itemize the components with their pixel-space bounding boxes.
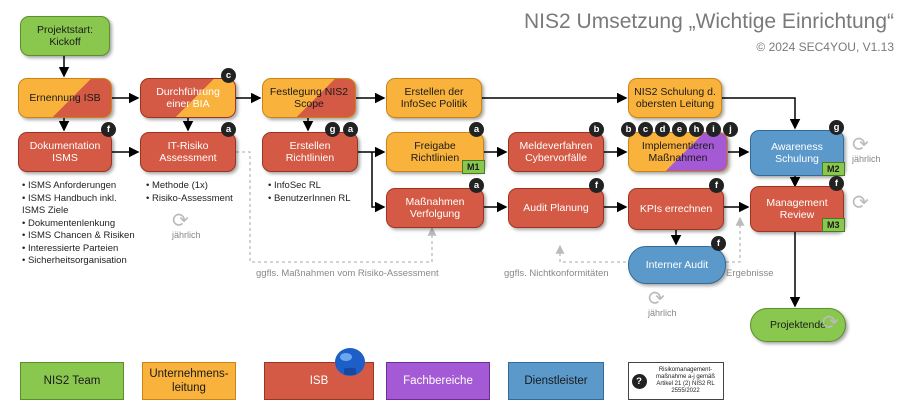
legend-unternehmensleitung: Unternehmens-leitung [142, 362, 236, 400]
arrow-richtlinien-massnahmen [371, 152, 386, 213]
cycle-projektende: ⟳ [822, 312, 839, 334]
badge-impl-j: j [723, 122, 738, 137]
list-risiko: Methode (1x) Risiko-Assessment [146, 180, 256, 205]
legend-note-badge: ? [631, 373, 647, 389]
badge-bia: c [221, 68, 236, 83]
node-projektstart: Projektstart: Kickoff [20, 16, 110, 56]
legend-note: ? Risikomanagement-maßnahme a-j gemäß Ar… [628, 362, 724, 400]
badge-impl-e: e [672, 122, 687, 137]
list-item: ISMS Anforderungen [22, 180, 140, 193]
badge-dokumentation-isms: f [101, 122, 116, 137]
node-scope: Festlegung NIS2 Scope [262, 78, 356, 118]
list-item: Sicherheitsorganisation [22, 255, 140, 268]
list-item: ISMS Chancen & Risiken [22, 230, 140, 243]
badge-audit-planung: f [589, 178, 604, 193]
legend-fachbereiche: Fachbereiche [386, 362, 490, 400]
arrow-schulung-awareness [722, 97, 801, 130]
pushpin-icon [335, 348, 365, 376]
annotation-massnahmen-risiko: ggfls. Maßnahmen vom Risiko-Assessment [256, 268, 439, 279]
cycle-icon: ⟳ [172, 210, 189, 232]
legend-nis2-team: NIS2 Team [20, 362, 124, 400]
cycle-label: jährlich [172, 230, 201, 240]
badge-management-review: f [829, 176, 844, 191]
legend-dienstleister: Dienstleister [508, 362, 604, 400]
badge-impl-b: b [621, 122, 636, 137]
cycle-interner-audit: ⟳ jährlich [648, 288, 677, 318]
node-massnahmen-verfolgung: Maßnahmen Verfolgung [386, 188, 484, 228]
node-dokumentation-isms: Dokumentation ISMS [18, 132, 112, 172]
node-richtlinien: Erstellen Richtlinien [262, 132, 358, 172]
dashed-intaudit-review [726, 216, 745, 263]
list-item: Risiko-Assessment [146, 193, 256, 206]
badge-massnahmen-verfolgung: a [469, 178, 484, 193]
list-item: Interessierte Parteien [22, 243, 140, 256]
node-ernennung-isb: Ernennung ISB [18, 78, 112, 118]
node-infosec-politik: Erstellen der InfoSec Politik [386, 78, 482, 118]
dashed-risiko-massnahmen [236, 151, 432, 263]
badge-kpis: f [709, 178, 724, 193]
badge-freigabe: a [469, 122, 484, 137]
badge-awareness: g [829, 120, 844, 135]
list-item: ISMS Handbuch inkl. ISMS Ziele [22, 193, 140, 218]
cycle-label: jährlich [852, 154, 881, 164]
node-kpis: KPIs errechnen [628, 188, 724, 230]
badge-richtlinien-a: a [343, 122, 358, 137]
badge-meldeverfahren: b [589, 122, 604, 137]
cycle-review: ⟳ [852, 192, 869, 214]
badge-impl-i: i [706, 122, 721, 137]
list-item: Methode (1x) [146, 180, 256, 193]
node-implementieren: Implementieren Maßnahmen [628, 132, 728, 172]
list-item: InfoSec RL [268, 180, 368, 193]
cycle-icon: ⟳ [822, 312, 839, 334]
node-interner-audit: Interner Audit [628, 246, 726, 284]
annotation-ergebnisse: Ergebnisse [726, 268, 774, 279]
cycle-icon: ⟳ [852, 134, 869, 156]
badge-interner-audit: f [711, 236, 726, 251]
list-isms: ISMS Anforderungen ISMS Handbuch inkl. I… [22, 180, 140, 268]
node-schulung-leitung: NIS2 Schulung d. obersten Leitung [628, 78, 722, 118]
annotation-nichtkonformitaeten: ggfls. Nichtkonformitäten [504, 268, 609, 279]
milestone-m3: M3 [822, 218, 845, 232]
cycle-icon: ⟳ [648, 288, 665, 310]
cycle-label: jährlich [648, 308, 677, 318]
page-title: NIS2 Umsetzung „Wichtige Einrichtung“ [524, 10, 894, 33]
node-projektende: Projektende [750, 308, 846, 342]
badge-impl-h: h [689, 122, 704, 137]
legend-note-text: Risikomanagement-maßnahme a-j gemäß Arti… [655, 367, 716, 394]
badge-impl-c: c [638, 122, 653, 137]
node-bia: Durchführung einer BIA [140, 78, 236, 118]
badge-richtlinien-g: g [325, 122, 340, 137]
milestone-m1: M1 [462, 160, 485, 174]
node-meldeverfahren: Meldeverfahren Cybervorfälle [508, 132, 604, 172]
dashed-intaudit-audit [555, 244, 626, 263]
node-audit-planung: Audit Planung [508, 188, 604, 228]
milestone-m2: M2 [822, 162, 845, 176]
list-richtlinien: InfoSec RL BenutzerInnen RL [268, 180, 368, 205]
list-item: BenutzerInnen RL [268, 193, 368, 206]
node-freigabe: Freigabe Richtlinien [386, 132, 484, 172]
badge-it-risiko: a [221, 122, 236, 137]
copyright-version: © 2024 SEC4YOU, V1.13 [756, 40, 894, 54]
node-it-risiko: IT-Risiko Assessment [140, 132, 236, 172]
badge-impl-d: d [655, 122, 670, 137]
cycle-icon: ⟳ [852, 192, 869, 214]
cycle-awareness: ⟳ jährlich [852, 134, 881, 164]
list-item: Dokumentenlenkung [22, 218, 140, 231]
cycle-risiko: ⟳ jährlich [172, 210, 201, 240]
